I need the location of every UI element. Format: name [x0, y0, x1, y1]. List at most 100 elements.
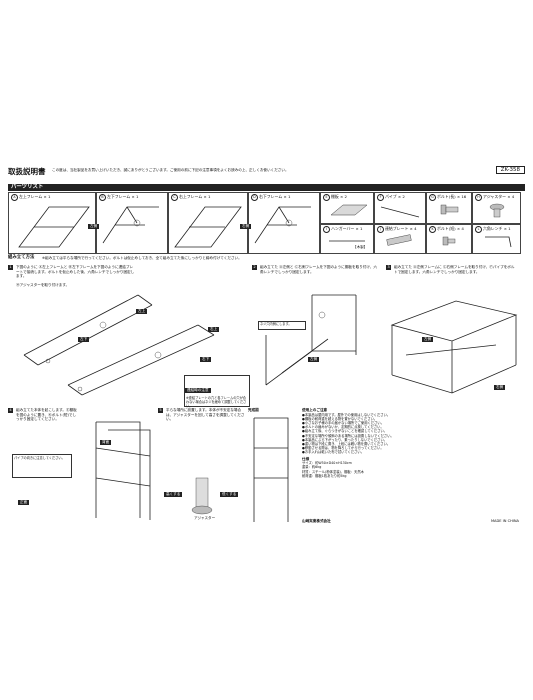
part-b-label: 左下フレーム × 1 [107, 194, 139, 199]
note-line-5: ●不安定な場所や傾斜のある場所には設置しないでください。 [302, 433, 394, 438]
note-line-2: ●小さなお子様の手の届かない場所でご使用ください。 [302, 421, 385, 425]
callout-title: 連結時の注意 [185, 388, 211, 393]
part-g-label: ボルト(長) × 16 [437, 194, 467, 199]
part-i-label: ハンガーバー × 1 [331, 226, 363, 231]
spec-line-3: 耐荷重：棚板1枚あたり約5kg [302, 473, 347, 478]
adjuster-icon [489, 203, 505, 218]
part-a-label: 左上フレーム × 1 [19, 194, 51, 199]
part-f-label: パイプ × 2 [385, 194, 405, 199]
step-1-tag-d: 右下 [200, 357, 212, 362]
part-h-id: H [475, 194, 482, 201]
step-2: 2 組み立てた Ⓐ左側と Ⓒ右側フレームを下図のように棚板を取り付け、六角レンチ… [252, 265, 382, 405]
frame-d-drawing [254, 206, 311, 244]
note-line-1: ●棚板の耐荷重を超える物を置かないでください。 [302, 416, 378, 421]
shelf-board-drawing [330, 204, 368, 216]
part-f-id: F [377, 194, 384, 201]
step-3-number: 3 [386, 265, 391, 270]
part-c-id: C [171, 194, 178, 201]
note-line-4: ●組み立て後、ぐらつきがないことを確認してください。 [302, 429, 388, 434]
notes-section: 使用上のご注意 ●本製品は屋内用です。屋外での使用はしないでください。 ●棚板の… [302, 408, 519, 526]
side-left-tag: 左側 [88, 224, 100, 229]
step-3: 3 組み立てた Ⓐ左側フレームに Ⓒ右側フレームを取り付け、Ⓕパイプをボルトで固… [386, 265, 519, 405]
short-bolt-icon [442, 236, 456, 246]
pipe-drawing [380, 206, 420, 218]
part-j-id: J [377, 226, 384, 233]
step-5-diagram [191, 477, 213, 515]
company-name: 山崎実業株式会社 [302, 519, 331, 524]
hanger-bar-drawing [329, 240, 365, 242]
part-i-id: I [323, 226, 330, 233]
part-d-label: 右下フレーム × 1 [259, 194, 291, 199]
spec-line-2: 材質：スチール(粉体塗装)、棚板：天然木 [302, 469, 364, 474]
part-g-id: G [429, 194, 436, 201]
step-4-note-box: パイプの向きに注意してください。 [12, 454, 72, 478]
note-line-0: ●本製品は屋内用です。屋外での使用はしないでください。 [302, 412, 391, 417]
note-line-7: ●重い物は下段に置き、上段には軽い物を置いてください。 [302, 442, 391, 447]
part-b-id: B [99, 194, 106, 201]
part-k-id: K [429, 226, 436, 233]
long-bolt-icon [440, 204, 459, 215]
instruction-sheet: 取扱説明書 この度は、当社製品をお買い上げいただき、誠にありがとうございます。ご… [8, 166, 525, 526]
step-2-tag: 左側 [308, 357, 320, 362]
step-4-diagram [95, 421, 151, 520]
part-k-label: ボルト(短) × 4 [437, 226, 464, 231]
part-e-id: E [323, 194, 330, 201]
callout-text: ※連結プレートの穴と各フレームの穴が合わない場合はネジを緩めて調整してください。 [186, 396, 247, 408]
step-4-tag-front: 正面 [18, 500, 30, 505]
part-d-id: D [251, 194, 258, 201]
note-line-8: ●移動させる際は、物を降ろしてから行ってください。 [302, 446, 384, 451]
step-5-text: 平らな場所に設置します。本体が不安定な場合は、アジャスターを回して高さを調整して… [166, 408, 245, 422]
part-j-label: 連結プレート × 4 [385, 226, 417, 231]
notes-heading: 使用上のご注意 [302, 408, 328, 412]
note-line-6: ●本製品にぶら下がったり、乗ったりしないでください。 [302, 437, 388, 442]
model-number: ZK-358 [495, 166, 525, 174]
step-1-diagram [23, 294, 215, 396]
step-1: 1 下図のように Ⓐ左上フレームと Ⓑ左下フレームを下図のように連結プレートで接… [8, 265, 250, 408]
note-line-3: ●ボルトの緩みがないか、定期的に点検してください。 [302, 425, 384, 430]
page-title: 取扱説明書 [8, 167, 46, 176]
step-4-text: 組み立てた本体を起こします。Ⓔ棚板を図のように置き、Ⓚボルト(短)でしっかり固定… [16, 408, 77, 422]
step-4-number: 4 [8, 408, 13, 413]
step-3-tag-right: 右側 [494, 385, 506, 390]
side-right-tag: 右側 [240, 224, 252, 229]
step-4-tag-back: 背面 [100, 440, 112, 445]
completed-label: 完成図 [248, 408, 259, 412]
assembly-heading: 組み立て方法 [8, 255, 35, 260]
made-in: MADE IN CHINA [490, 519, 519, 524]
frame-b-drawing [102, 206, 159, 244]
step-1-tag-a: 左上 [136, 309, 148, 314]
step-4: 4 組み立てた本体を起こします。Ⓔ棚板を図のように置き、Ⓚボルト(短)でしっかり… [8, 408, 158, 526]
step-2-diagram [265, 294, 357, 386]
step-1-callout: 連結時の注意 ※連結プレートの穴と各フレームの穴が合わない場合はネジを緩めて調整… [184, 375, 250, 408]
step-2-note: ネジ穴内側にします。 [258, 321, 306, 330]
intro-text: この度は、当社製品をお買い上げいただき、誠にありがとうございます。ご使用の前に下… [52, 168, 289, 172]
step-1-note: Ⓗアジャスターを取り付けます。 [16, 283, 70, 287]
hex-wrench-icon [485, 236, 512, 248]
step-2-number: 2 [252, 265, 257, 270]
step-1-text: 下図のように Ⓐ左上フレームと Ⓑ左下フレームを下図のように連結プレートで接続し… [16, 265, 135, 279]
completed-view: 完成図 [248, 408, 298, 526]
completed-diagram [253, 417, 289, 522]
step-3-text: 組み立てた Ⓐ左側フレームに Ⓒ右側フレームを取り付け、Ⓕパイプをボルトで固定し… [394, 265, 515, 274]
note-line-9: ●お手入れは乾いた布で拭いてください。 [302, 450, 365, 455]
frame-a-drawing [18, 206, 90, 248]
assembly-intro: ※組み立ては平らな場所で行ってください。ボルトは仮止めしておき、全て組み立てた後… [42, 256, 242, 260]
spec-line-0: サイズ：約W50×D40×H130cm [302, 461, 352, 466]
step-5-number: 5 [158, 408, 163, 413]
part-h-label: アジャスター × 4 [483, 194, 515, 199]
parts-list-heading: パーツリスト [8, 184, 525, 191]
step-5: 5 平らな場所に設置します。本体が不安定な場合は、アジャスターを回して高さを調整… [158, 408, 248, 526]
spec-heading: 仕様 [302, 456, 310, 461]
step-1-tag-c: 右上 [208, 327, 220, 332]
